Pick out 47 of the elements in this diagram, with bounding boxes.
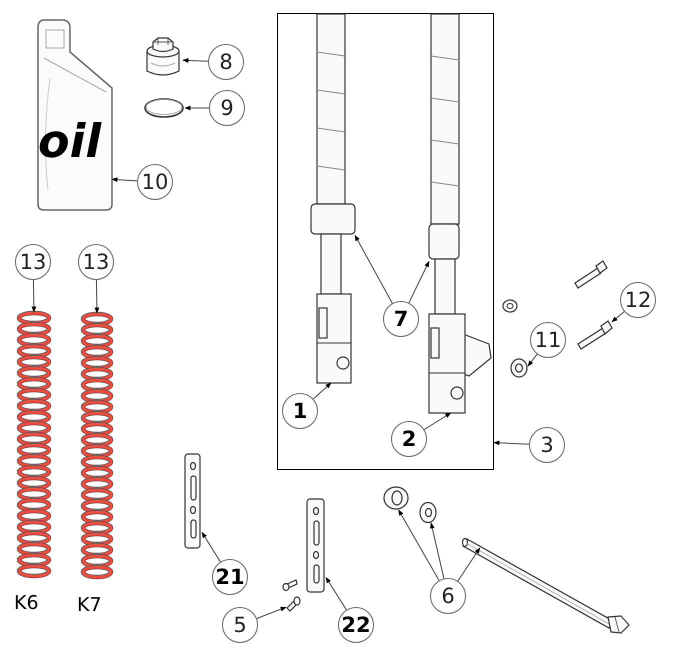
leader-line (612, 311, 625, 322)
callout-number: 11 (530, 322, 566, 358)
flange-nut-drawing (383, 486, 409, 510)
callout-number: 13 (15, 244, 51, 280)
leader-line (184, 106, 210, 110)
assembly-frame (277, 13, 494, 470)
leader-line (430, 522, 444, 579)
axle-drawing (463, 535, 631, 635)
callout-number: 2 (391, 421, 427, 457)
callout-number: 21 (212, 559, 248, 595)
callout-number: 6 (430, 578, 466, 614)
bolt-drawing (575, 318, 612, 350)
bracket-drawing (304, 497, 326, 594)
callout-number: 22 (338, 607, 374, 643)
leader-line (528, 354, 538, 366)
leader-line (256, 606, 287, 619)
callout-number: 13 (78, 244, 114, 280)
bracket-drawing (182, 452, 202, 550)
leader-line (408, 260, 430, 304)
leader-line (111, 177, 138, 182)
callout-number: 8 (208, 44, 244, 80)
leader-line (202, 532, 221, 562)
leader-line (493, 440, 530, 446)
nut-drawing (510, 358, 528, 378)
leader-line (94, 280, 100, 314)
callout-number: 5 (222, 607, 258, 643)
callout-number: 1 (282, 393, 318, 429)
leader-line (398, 509, 440, 581)
spring-rate-label: K6 (14, 592, 39, 614)
leader-line (32, 280, 36, 313)
spring-rate-label: K7 (77, 594, 102, 616)
leader-line (312, 382, 332, 400)
leader-line (182, 58, 208, 63)
callout-number: 7 (383, 301, 419, 337)
bottle-label: oil (38, 118, 102, 164)
leader-line (354, 234, 393, 304)
callout-number: 12 (620, 282, 656, 318)
leader-line (457, 548, 480, 582)
callout-number: 9 (209, 90, 245, 126)
screw-drawing (286, 596, 300, 612)
washer-drawing (419, 502, 437, 523)
fork-leg-drawing (429, 14, 491, 413)
callout-number: 10 (137, 164, 173, 200)
leader-line (424, 412, 452, 430)
callout-number: 3 (529, 427, 565, 463)
o-ring-drawing (143, 96, 185, 120)
leader-line (326, 577, 347, 610)
